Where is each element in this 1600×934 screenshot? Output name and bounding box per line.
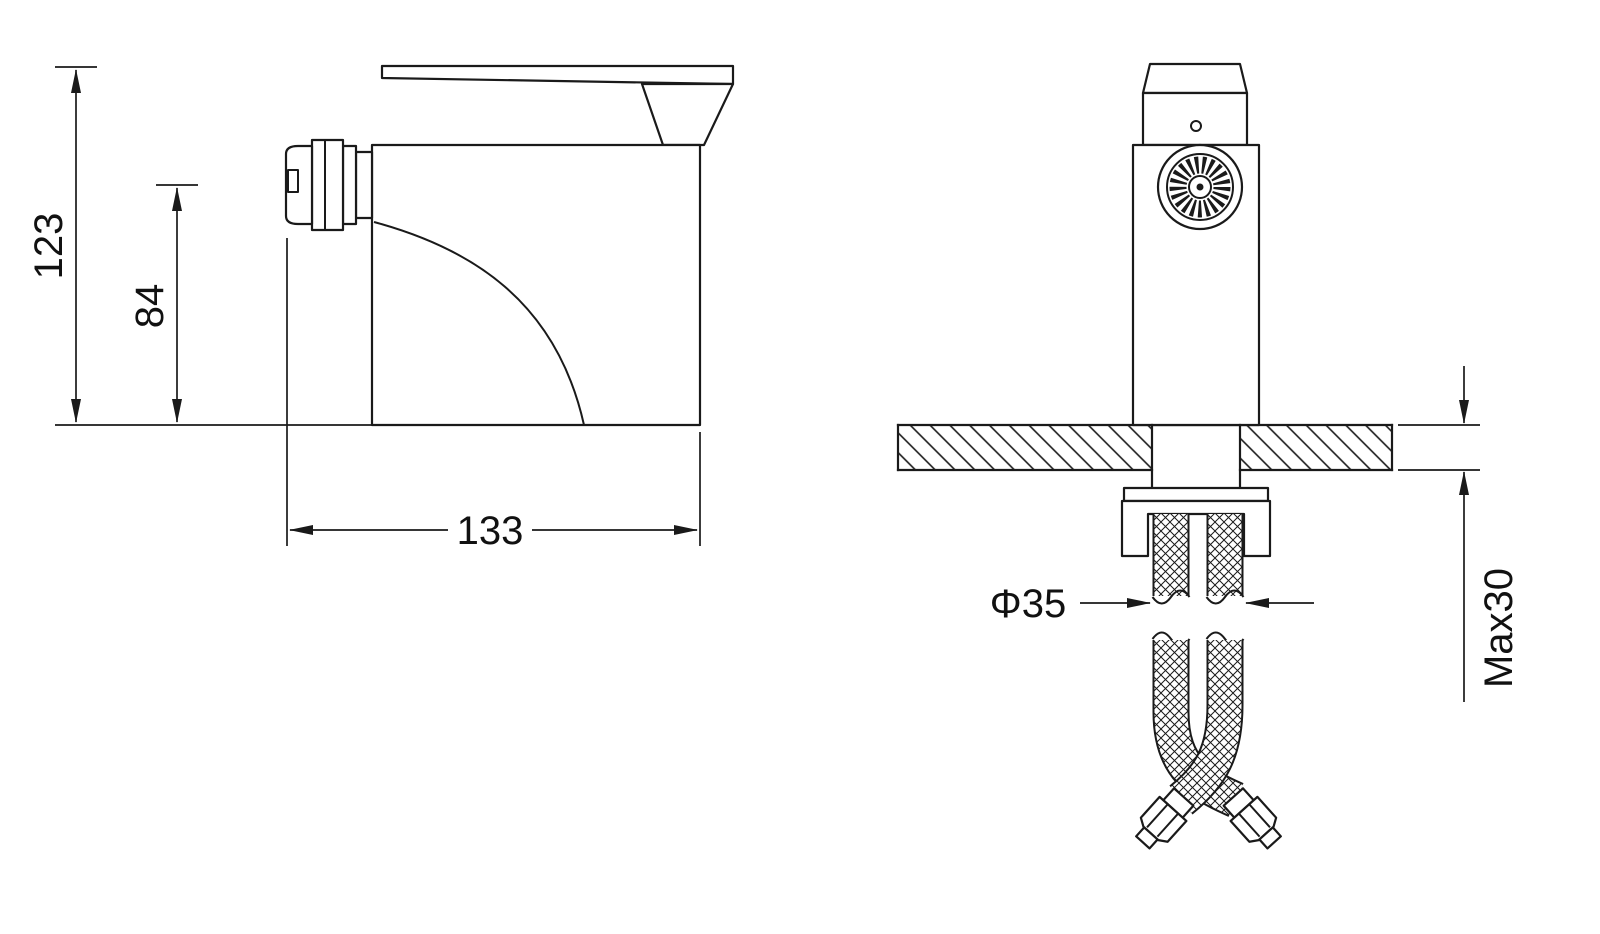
hose-fitting-left — [1135, 787, 1195, 850]
dim-label-overall-height: 123 — [27, 213, 71, 280]
aerator-side — [284, 138, 374, 232]
body-curve — [373, 221, 585, 426]
handle-cap — [1141, 62, 1249, 95]
faucet-side-profile — [284, 64, 735, 427]
front-view: Φ35 Max30 — [896, 62, 1521, 850]
dim-label-overall-length: 133 — [457, 509, 524, 553]
break-symbol — [1151, 589, 1245, 647]
dim-hole-diameter: Φ35 — [990, 582, 1314, 626]
faucet-front — [1120, 62, 1272, 558]
aerator-face — [1156, 143, 1244, 231]
dim-spout-height: 84 — [128, 184, 198, 423]
side-view: 123 84 — [27, 64, 735, 553]
dim-max-deck-thickness: Max30 — [1398, 366, 1521, 702]
handle-lever — [380, 64, 735, 86]
countertop — [896, 423, 1394, 472]
handle-stem — [640, 82, 735, 147]
faucet-body-side — [370, 143, 702, 427]
set-screw — [1190, 120, 1202, 132]
mounting-hardware — [1120, 486, 1272, 558]
dim-overall-height: 123 — [27, 66, 372, 426]
mounting-shank — [1150, 423, 1242, 490]
handle-neck — [1141, 91, 1249, 147]
dim-label-spout-height: 84 — [128, 284, 172, 329]
dim-label-max-deck-thickness: Max30 — [1477, 568, 1521, 688]
hose-fitting-right — [1222, 787, 1282, 850]
supply-hoses — [1135, 514, 1282, 850]
dim-overall-length: 133 — [286, 238, 701, 553]
dim-label-hole-diameter: Φ35 — [990, 582, 1066, 626]
